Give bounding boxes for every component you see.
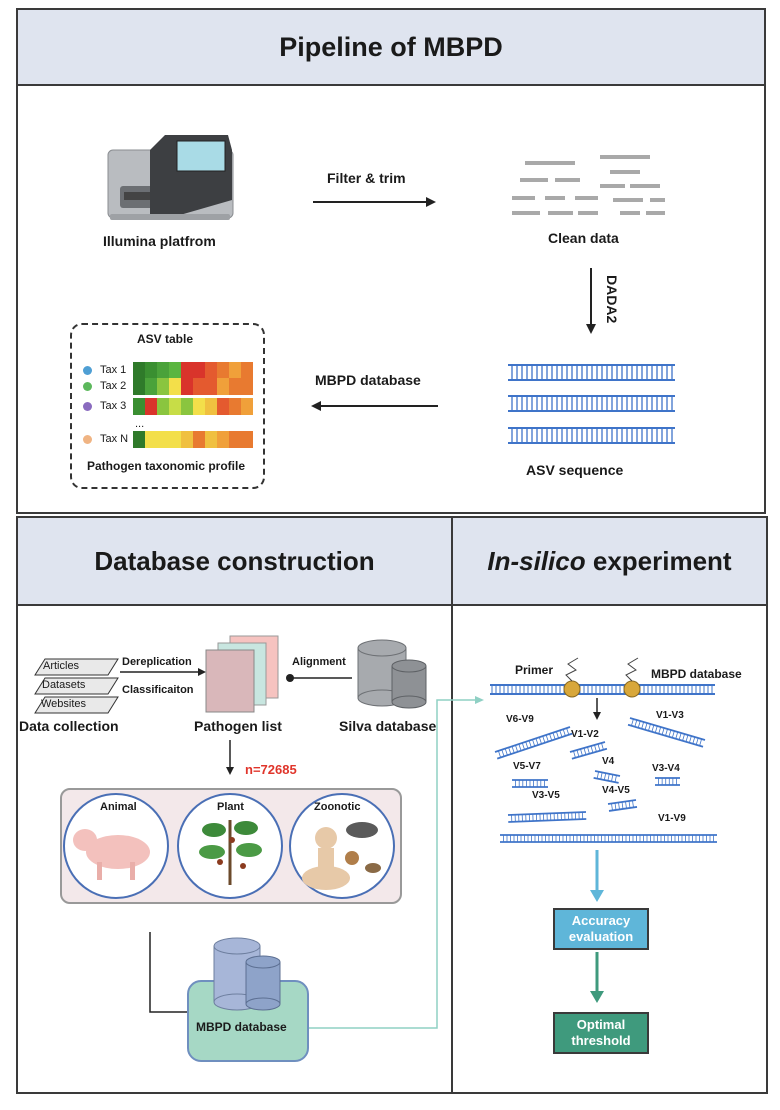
region-label: V4 [602, 756, 615, 767]
heatmap-cell [217, 378, 229, 395]
heatmap-cell [145, 378, 157, 395]
optimal-label: Optimal threshold [571, 1017, 631, 1048]
heatmap-cell [169, 431, 181, 448]
heatmap-cell [241, 378, 253, 395]
heatmap-cell [133, 398, 145, 415]
db-construction-header: Database construction [16, 516, 453, 606]
alignment-label: Alignment [292, 656, 346, 668]
heatmap-cell [229, 398, 241, 415]
dereplication-label: Dereplication [122, 656, 192, 668]
heatmap-cell [181, 378, 193, 395]
pipeline-header: Pipeline of MBPD [16, 8, 766, 86]
heatmap-cell [169, 378, 181, 395]
accuracy-label: Accuracy evaluation [568, 913, 634, 944]
heatmap-cell [205, 431, 217, 448]
heatmap-cell [157, 431, 169, 448]
heatmap-cell [205, 398, 217, 415]
heatmap-cell [133, 362, 145, 379]
mbpd-db-label: MBPD database [196, 1020, 287, 1034]
source-datasets: Datasets [42, 679, 86, 691]
taxon-dot [83, 382, 92, 391]
heatmap-cell [181, 398, 193, 415]
region-label: V6-V9 [506, 714, 534, 725]
primer-label: Primer [515, 663, 554, 677]
source-articles: Articles [43, 660, 80, 672]
heatmap-cell [145, 362, 157, 379]
heatmap-cell [205, 362, 217, 379]
heatmap-cell [241, 362, 253, 379]
heatmap-cell [133, 378, 145, 395]
asv-table-footer: Pathogen taxonomic profile [87, 459, 246, 473]
pathogen-count: n=72685 [245, 762, 297, 777]
asv-row-label: Tax N [100, 433, 129, 445]
heatmap-cell [181, 362, 193, 379]
illumina-label: Illumina platfrom [103, 233, 216, 249]
region-label: V1-V9 [658, 813, 686, 824]
category-animal: Animal [100, 801, 137, 813]
heatmap-cell [217, 398, 229, 415]
asv-row-label: ... [135, 418, 145, 430]
heatmap-cell [241, 431, 253, 448]
pipeline-title: Pipeline of MBPD [279, 31, 503, 62]
heatmap-cell [193, 362, 205, 379]
heatmap-cell [157, 398, 169, 415]
asv-row-label: Tax 3 [100, 400, 127, 412]
dada2-label: DADA2 [604, 275, 620, 324]
taxon-dot [83, 366, 92, 375]
heatmap-cell [217, 431, 229, 448]
heatmap-cell [229, 378, 241, 395]
heatmap-cell [169, 362, 181, 379]
asv-table-title: ASV table [137, 332, 194, 346]
asv-row-label: Tax 2 [100, 380, 127, 392]
optimal-threshold-box: Optimal threshold [553, 1012, 649, 1054]
accuracy-evaluation-box: Accuracy evaluation [553, 908, 649, 950]
classification-label: Classificaiton [122, 684, 194, 696]
heatmap-cell [157, 378, 169, 395]
asv-sequence-label: ASV sequence [526, 462, 624, 478]
asv-table-box [70, 323, 265, 489]
heatmap-cell [217, 362, 229, 379]
asv-row-label: Tax 1 [100, 364, 127, 376]
region-label: V1-V3 [656, 710, 684, 721]
category-plant: Plant [217, 801, 244, 813]
heatmap-cell [193, 398, 205, 415]
insilico-mbpd-label: MBPD database [651, 667, 742, 681]
heatmap-cell [169, 398, 181, 415]
pathogen-list-label: Pathogen list [194, 718, 282, 734]
region-label: V1-V2 [571, 729, 599, 740]
heatmap-cell [133, 431, 145, 448]
taxon-dot [83, 435, 92, 444]
taxon-dot [83, 402, 92, 411]
heatmap-cell [193, 431, 205, 448]
heatmap-cell [157, 362, 169, 379]
heatmap-cell [205, 378, 217, 395]
insilico-header: In-silico experiment [451, 516, 768, 606]
region-label: V3-V4 [652, 763, 680, 774]
category-zoonotic: Zoonotic [314, 801, 361, 813]
insilico-title-italic: In-silico [487, 545, 586, 576]
filter-label: Filter & trim [327, 170, 406, 186]
mbpd-arrow-label: MBPD database [315, 372, 421, 388]
heatmap-cell [145, 398, 157, 415]
source-websites: Websites [41, 698, 87, 710]
pipeline-panel [16, 84, 766, 514]
data-collection-label: Data collection [19, 718, 119, 734]
insilico-title-rest: experiment [585, 545, 732, 576]
region-label: V5-V7 [513, 761, 541, 772]
silva-label: Silva database [339, 718, 437, 734]
heatmap-cell [181, 431, 193, 448]
heatmap-cell [193, 378, 205, 395]
region-label: V4-V5 [602, 785, 630, 796]
db-construction-title: Database construction [94, 545, 375, 576]
region-label: V3-V5 [532, 790, 560, 801]
clean-data-label: Clean data [548, 230, 619, 246]
heatmap-cell [229, 431, 241, 448]
heatmap-cell [145, 431, 157, 448]
heatmap-cell [229, 362, 241, 379]
heatmap-cell [241, 398, 253, 415]
